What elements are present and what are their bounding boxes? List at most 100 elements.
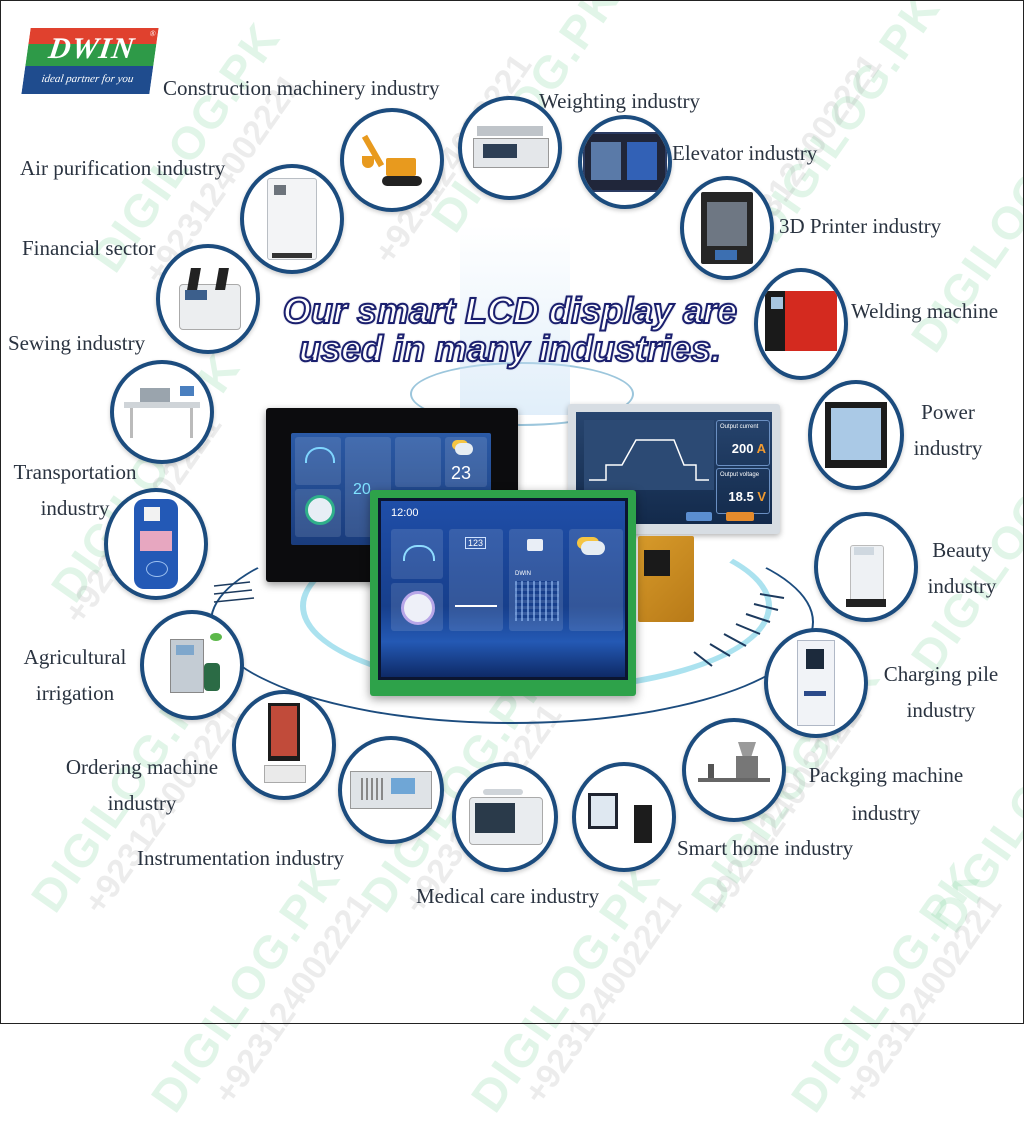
label-charging-line-1: Charging pile xyxy=(883,662,999,686)
headline-line-1: Our smart LCD display are xyxy=(282,290,738,331)
label-medical: Medical care industry xyxy=(416,884,600,908)
circle-welding xyxy=(754,268,848,380)
circle-medical xyxy=(452,762,558,872)
label-transportation: Transportation industry xyxy=(0,460,150,520)
weather-icon xyxy=(581,541,605,555)
ticket-reader-icon xyxy=(134,499,178,589)
label-financial: Financial sector xyxy=(22,236,156,260)
label-power: Power industry xyxy=(908,400,988,460)
black-display-temp: 23 xyxy=(451,463,472,483)
elevator-panel-icon xyxy=(583,132,667,192)
ordering-kiosk-icon xyxy=(262,703,306,787)
chip xyxy=(644,550,670,576)
green-pcb-display: 12:00 123 DWIN xyxy=(370,490,636,696)
label-smart-home: Smart home industry xyxy=(677,836,854,860)
brand-name: DWIN xyxy=(46,32,137,65)
circle-financial xyxy=(156,244,260,354)
cloud-network-icon xyxy=(403,545,435,561)
welding-machine-icon xyxy=(765,291,837,357)
circle-charging xyxy=(764,628,868,738)
output-current-label: Output current xyxy=(720,424,759,430)
label-weighting: Weighting industry xyxy=(539,89,701,113)
output-current-box: Output current 200 A xyxy=(716,420,770,466)
start-welding-button xyxy=(686,512,712,521)
smart-home-panel-icon xyxy=(588,789,660,845)
weather-icon xyxy=(455,443,473,455)
dwin-logo: DWIN ideal partner for you ® xyxy=(21,28,159,94)
label-welding: Welding machine xyxy=(851,299,999,323)
clock-icon xyxy=(305,495,335,525)
label-transportation-line-1: Transportation xyxy=(13,460,137,484)
output-current-readout: 200 A xyxy=(732,441,766,456)
green-display-screen: 12:00 123 DWIN xyxy=(378,498,628,680)
label-sewing: Sewing industry xyxy=(8,331,146,355)
instrument-icon xyxy=(350,771,432,809)
circle-ordering xyxy=(232,690,336,800)
packaging-machine-icon xyxy=(698,742,770,798)
label-beauty-line-1: Beauty xyxy=(932,538,992,562)
label-charging-line-2: industry xyxy=(906,698,976,722)
label-construction: Construction machinery industry xyxy=(163,76,440,100)
watermark-phone: +923124002221 xyxy=(206,887,380,1112)
black-display-number: 20 xyxy=(353,481,371,498)
air-purifier-icon xyxy=(267,178,317,260)
circle-agricultural xyxy=(140,610,244,720)
watermark-text: DIGILOG.PK xyxy=(140,852,351,1122)
label-beauty: Beauty industry xyxy=(920,538,1004,598)
label-ordering: Ordering machine industry xyxy=(50,755,234,815)
excavator-icon xyxy=(360,128,424,192)
label-packging-line-1: Packging machine xyxy=(808,763,964,787)
calendar-grid xyxy=(515,581,559,621)
label-3d-printer: 3D Printer industry xyxy=(779,214,942,238)
watermark-phone: +923124002221 xyxy=(836,887,1010,1112)
light-beam xyxy=(460,225,570,415)
output-voltage-label: Output voltage xyxy=(720,472,760,478)
decorative-ticks-left xyxy=(213,581,255,603)
headline: Our smart LCD display are used in many i… xyxy=(250,290,770,369)
label-ordering-line-2: industry xyxy=(107,791,177,815)
registered-mark: ® xyxy=(149,29,157,38)
label-agricultural-line-2: irrigation xyxy=(35,681,115,705)
watermark-phone: +923124002221 xyxy=(516,887,690,1112)
label-elevator: Elevator industry xyxy=(672,141,818,165)
slider-track xyxy=(455,605,497,607)
power-hmi-icon xyxy=(825,402,887,468)
cloud-network-icon xyxy=(305,447,335,463)
circle-power xyxy=(808,380,904,490)
circle-instrumentation xyxy=(338,736,444,844)
label-beauty-line-2: industry xyxy=(927,574,997,598)
charging-pile-icon xyxy=(797,640,835,726)
calendar-icon xyxy=(527,539,543,551)
output-voltage-box: Output voltage 18.5 V xyxy=(716,468,770,514)
circle-weighting xyxy=(458,96,562,200)
circle-sewing xyxy=(110,360,214,464)
label-packging: Packging machine industry xyxy=(786,763,986,825)
medical-monitor-icon xyxy=(469,789,543,845)
circle-3d-printer xyxy=(680,176,774,280)
waveform-chart xyxy=(584,420,714,490)
output-voltage-readout: 18.5 V xyxy=(728,489,766,504)
label-agricultural: Agricultural irrigation xyxy=(10,645,140,705)
sewing-machine-icon xyxy=(124,384,200,440)
circle-transportation xyxy=(104,488,208,600)
output-voltage-value: 18.5 xyxy=(728,489,754,504)
welding-hmi-display: Output current 200 A Output voltage 18.5… xyxy=(568,404,780,534)
number-icon: 123 xyxy=(465,537,487,549)
output-current-value: 200 xyxy=(731,441,754,456)
display-time: 12:00 xyxy=(391,507,419,519)
pcb-board xyxy=(638,536,694,622)
calendar-label: DWIN xyxy=(515,571,531,577)
circle-packging xyxy=(682,718,786,822)
label-air-purification: Air purification industry xyxy=(20,156,226,180)
irrigation-controller-icon xyxy=(156,633,228,697)
3d-printer-icon xyxy=(701,192,753,264)
watermark-text: DIGILOG.PK xyxy=(780,852,991,1122)
label-charging: Charging pile industry xyxy=(868,662,1014,722)
label-agricultural-line-1: Agricultural xyxy=(23,645,127,669)
money-counter-icon xyxy=(173,268,243,330)
label-power-line-2: industry xyxy=(913,436,983,460)
welding-display-screen: Output current 200 A Output voltage 18.5… xyxy=(576,412,772,524)
circle-construction xyxy=(340,108,444,212)
label-instrumentation: Instrumentation industry xyxy=(137,846,345,870)
clock-icon xyxy=(401,591,435,625)
